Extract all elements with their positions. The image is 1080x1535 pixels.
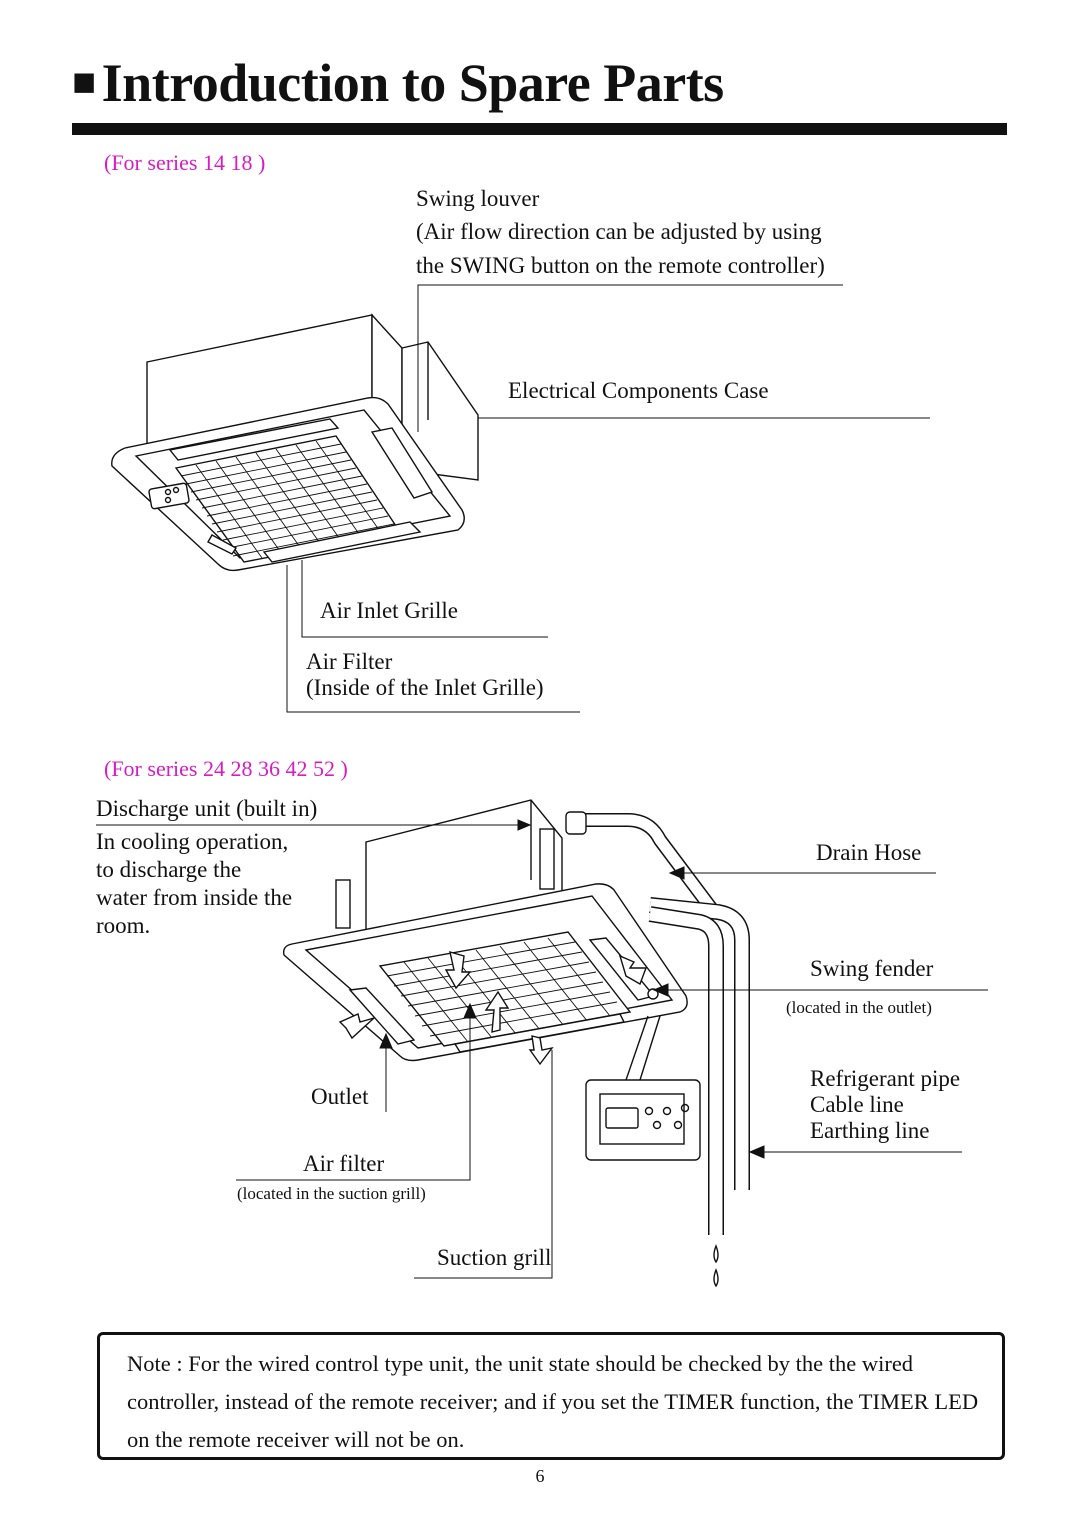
note-text: Note : For the wired control type unit, …: [127, 1351, 979, 1452]
swing-note-line-2: the SWING button on the remote controlle…: [416, 253, 825, 278]
cooling-note-line-4: room.: [96, 913, 151, 938]
leader-lines-series-14-18: [286, 284, 930, 713]
swing-fender-note: (located in the outlet): [786, 998, 932, 1017]
cooling-note-line-3: water from inside the: [96, 885, 293, 910]
page-number: 6: [535, 1466, 545, 1486]
cooling-note-line-1: In cooling operation,: [96, 829, 289, 854]
swing-louver-label: Swing louver: [416, 186, 540, 211]
cooling-note-line-2: to discharge the: [96, 857, 242, 882]
earthing-line-label: Earthing line: [810, 1118, 930, 1143]
air-filter-label: Air Filter: [306, 649, 393, 674]
unit-illustration-series-24-52: [282, 799, 750, 1288]
title-rule: [72, 123, 1007, 135]
series-heading-14-18: (For series 14 18 ): [104, 150, 266, 175]
leader-lines-series-24-52: [96, 819, 988, 1279]
refrigerant-pipe-label: Refrigerant pipe: [810, 1066, 961, 1091]
swing-note-line-1: (Air flow direction can be adjusted by u…: [416, 219, 822, 244]
note-box: Note : For the wired control type unit, …: [97, 1332, 1005, 1460]
air-inlet-grille-label: Air Inlet Grille: [320, 598, 458, 623]
suction-grill-label: Suction grill: [437, 1245, 552, 1270]
outlet-label: Outlet: [311, 1084, 369, 1109]
cable-line-label: Cable line: [810, 1092, 904, 1117]
electrical-components-case-label: Electrical Components Case: [508, 378, 769, 403]
page-title-text: Introduction to Spare Parts: [101, 53, 725, 113]
drain-hose-label: Drain Hose: [816, 840, 922, 865]
air-filter-note: (Inside of the Inlet Grille): [306, 675, 544, 700]
air-filter-note-2: (located in the suction grill): [237, 1184, 426, 1203]
series-heading-24-52: (For series 24 28 36 42 52 ): [104, 756, 348, 781]
page-title: ■Introduction to Spare Parts: [72, 52, 724, 114]
discharge-unit-label: Discharge unit (built in): [96, 796, 318, 821]
air-filter-label-2: Air filter: [303, 1151, 385, 1176]
square-bullet-icon: ■: [72, 59, 96, 104]
swing-fender-label: Swing fender: [810, 956, 934, 981]
unit-illustration-series-14-18: [111, 313, 479, 572]
